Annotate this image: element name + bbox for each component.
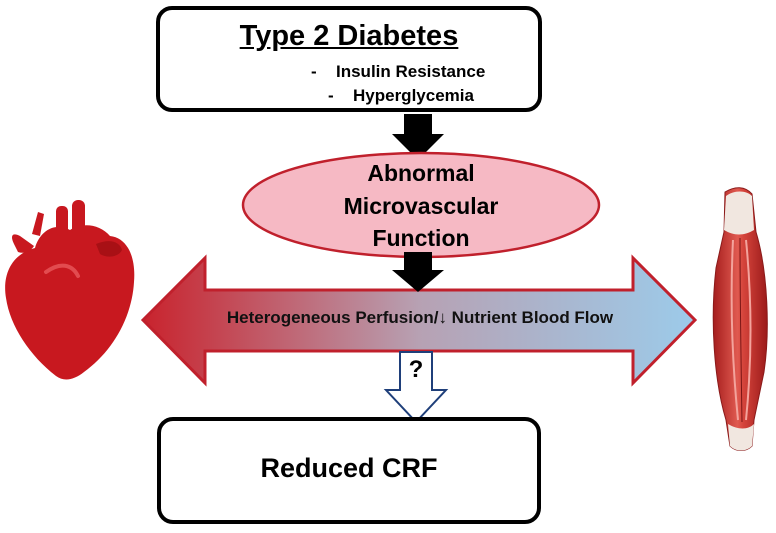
ellipse-line-3: Function (372, 225, 470, 251)
type-2-diabetes-box: Type 2 Diabetes - Insulin Resistance - H… (156, 6, 542, 112)
down-arrow-1 (392, 114, 444, 160)
insulin-resistance-item: Insulin Resistance (336, 62, 486, 81)
muscle-icon (712, 187, 768, 451)
double-arrow (140, 254, 698, 387)
question-mark: ? (408, 356, 424, 383)
heart-icon (5, 200, 135, 380)
ellipse-line-2: Microvascular (343, 193, 499, 219)
hyperglycemia-item: Hyperglycemia (353, 86, 474, 105)
bottom-box-title: Reduced CRF (260, 453, 438, 483)
reduced-crf-box: Reduced CRF (157, 417, 541, 524)
hollow-down-arrow (383, 351, 449, 424)
double-arrow-label: Heterogeneous Perfusion/↓ Nutrient Blood… (226, 308, 614, 327)
bullet-marker: - (328, 86, 334, 105)
down-arrow-2 (392, 252, 444, 292)
top-box-title: Type 2 Diabetes (239, 20, 459, 52)
bullet-marker: - (311, 62, 317, 81)
ellipse-line-1: Abnormal (367, 160, 475, 186)
